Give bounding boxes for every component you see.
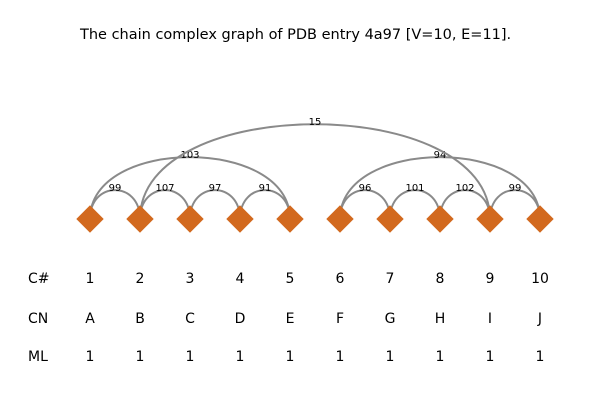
nodes-group (76, 205, 554, 233)
molecule-cell: 1 (86, 349, 95, 365)
molecule-cell: 1 (286, 349, 295, 365)
edge-label: 102 (455, 183, 474, 194)
chain-name-cell: J (537, 311, 542, 327)
node-diamond (426, 205, 454, 233)
chain-number-cell: 4 (236, 271, 245, 287)
edge-label: 99 (109, 183, 122, 194)
chain-number-cell: 10 (531, 271, 549, 287)
node-diamond (326, 205, 354, 233)
chain-name-cell: B (135, 311, 145, 327)
chain-number-cell: 9 (486, 271, 495, 287)
edge-1-5 (89, 156, 291, 220)
chain-number-cell: 6 (336, 271, 345, 287)
chain-number-cell: 7 (386, 271, 395, 287)
chain-number-cell: 3 (186, 271, 195, 287)
molecule-cell: 1 (186, 349, 195, 365)
edge-label: 96 (359, 183, 372, 194)
molecule-cell: 1 (436, 349, 445, 365)
chain-name-cell: G (385, 311, 396, 327)
chain-name-cell: H (435, 311, 446, 327)
edge-label: 91 (259, 183, 272, 194)
row-header-molecule: ML (28, 349, 48, 365)
molecule-cell: 1 (336, 349, 345, 365)
chain-name-cell: E (286, 311, 295, 327)
edge-2-9 (139, 123, 491, 220)
chain-name-cell: D (235, 311, 246, 327)
molecule-cell: 1 (386, 349, 395, 365)
node-diamond (76, 205, 104, 233)
edge-label: 101 (405, 183, 424, 194)
edge-label: 94 (434, 150, 447, 161)
node-diamond (176, 205, 204, 233)
edge-label: 15 (309, 117, 322, 128)
chain-name-cell: C (185, 311, 195, 327)
edge-label: 107 (155, 183, 174, 194)
node-diamond (226, 205, 254, 233)
chain-number-cell: 8 (436, 271, 445, 287)
molecule-cell: 1 (236, 349, 245, 365)
node-diamond (126, 205, 154, 233)
node-diamond (276, 205, 304, 233)
molecule-cell: 1 (536, 349, 545, 365)
node-diamond (476, 205, 504, 233)
molecule-cell: 1 (136, 349, 145, 365)
chain-name-cell: A (85, 311, 95, 327)
edge-label: 99 (509, 183, 522, 194)
edge-label: 103 (180, 150, 199, 161)
chain-number-cell: 1 (86, 271, 95, 287)
graph-title: The chain complex graph of PDB entry 4a9… (79, 27, 511, 43)
chain-number-cell: 2 (136, 271, 145, 287)
edge-6-10 (339, 156, 541, 220)
chain-number-cell: 5 (286, 271, 295, 287)
row-header-chain-number: C# (28, 271, 50, 287)
molecule-cell: 1 (486, 349, 495, 365)
node-diamond (376, 205, 404, 233)
row-header-chain-name: CN (28, 311, 48, 327)
node-diamond (526, 205, 554, 233)
chain-name-cell: I (488, 311, 492, 327)
chain-name-cell: F (336, 311, 344, 327)
edges-group: 99 107 97 91 103 96 101 102 99 94 15 (89, 117, 541, 220)
edge-label: 97 (209, 183, 222, 194)
